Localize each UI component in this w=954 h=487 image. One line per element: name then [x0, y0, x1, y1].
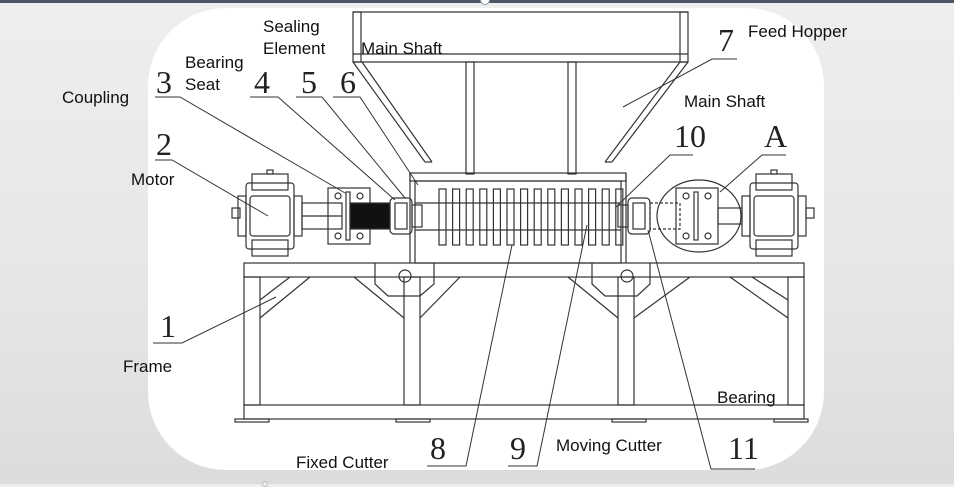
label-frame: Frame	[123, 357, 173, 376]
callout-1: 1	[160, 308, 176, 344]
cutter-disc	[601, 188, 610, 246]
cutter-disc	[574, 188, 583, 246]
callout-10: 10	[674, 118, 706, 154]
callout-8: 8	[430, 430, 446, 466]
frame	[234, 262, 809, 423]
callout-a: A	[764, 118, 788, 154]
cutter-disc	[465, 188, 474, 246]
callout-6: 6	[340, 64, 356, 100]
feed-hopper	[352, 11, 689, 175]
callout-7: 7	[718, 22, 734, 58]
resize-handle-bottom[interactable]	[262, 481, 268, 487]
left-motor	[231, 169, 303, 257]
cutter-disc	[615, 188, 624, 246]
callout-5: 5	[301, 64, 317, 100]
detail-a-circle	[656, 179, 742, 253]
cutter-disc	[547, 188, 556, 246]
diagram-panel	[148, 8, 824, 470]
callout-2: 2	[156, 126, 172, 162]
cutter-disc	[587, 188, 597, 246]
cutter-disc	[492, 188, 501, 246]
cutter-box	[409, 172, 627, 264]
left-coupling	[301, 187, 423, 245]
window-top-bar	[0, 0, 954, 3]
label-feed-hopper: Feed Hopper	[748, 22, 848, 41]
right-coupling	[617, 179, 743, 253]
cutter-disc	[533, 188, 542, 246]
cutter-disc	[438, 188, 447, 246]
cutter-disc	[452, 188, 461, 246]
cutter-disc	[560, 188, 570, 246]
label-coupling: Coupling	[62, 88, 130, 107]
callout-11: 11	[728, 430, 759, 466]
label-bearing: Bearing	[717, 388, 776, 407]
label-bearing-seat-2: Seat	[185, 75, 220, 94]
cutter-disc	[519, 188, 529, 246]
callout-9: 9	[510, 430, 526, 466]
label-element: Element	[263, 39, 326, 58]
leader-lines	[153, 58, 786, 470]
label-fixed-cutter: Fixed Cutter	[296, 453, 389, 472]
label-sealing: Sealing	[263, 17, 320, 36]
cutter-discs	[438, 188, 624, 246]
callout-3: 3	[156, 64, 172, 100]
callout-4: 4	[254, 64, 270, 100]
cutter-disc	[479, 188, 488, 246]
label-main-shaft-top: Main Shaft	[361, 39, 443, 58]
label-bearing-seat-1: Bearing	[185, 53, 244, 72]
cutter-disc	[506, 188, 515, 246]
label-main-shaft-right: Main Shaft	[684, 92, 766, 111]
label-motor: Motor	[131, 170, 175, 189]
right-motor	[741, 169, 815, 257]
label-moving-cutter: Moving Cutter	[556, 436, 662, 455]
